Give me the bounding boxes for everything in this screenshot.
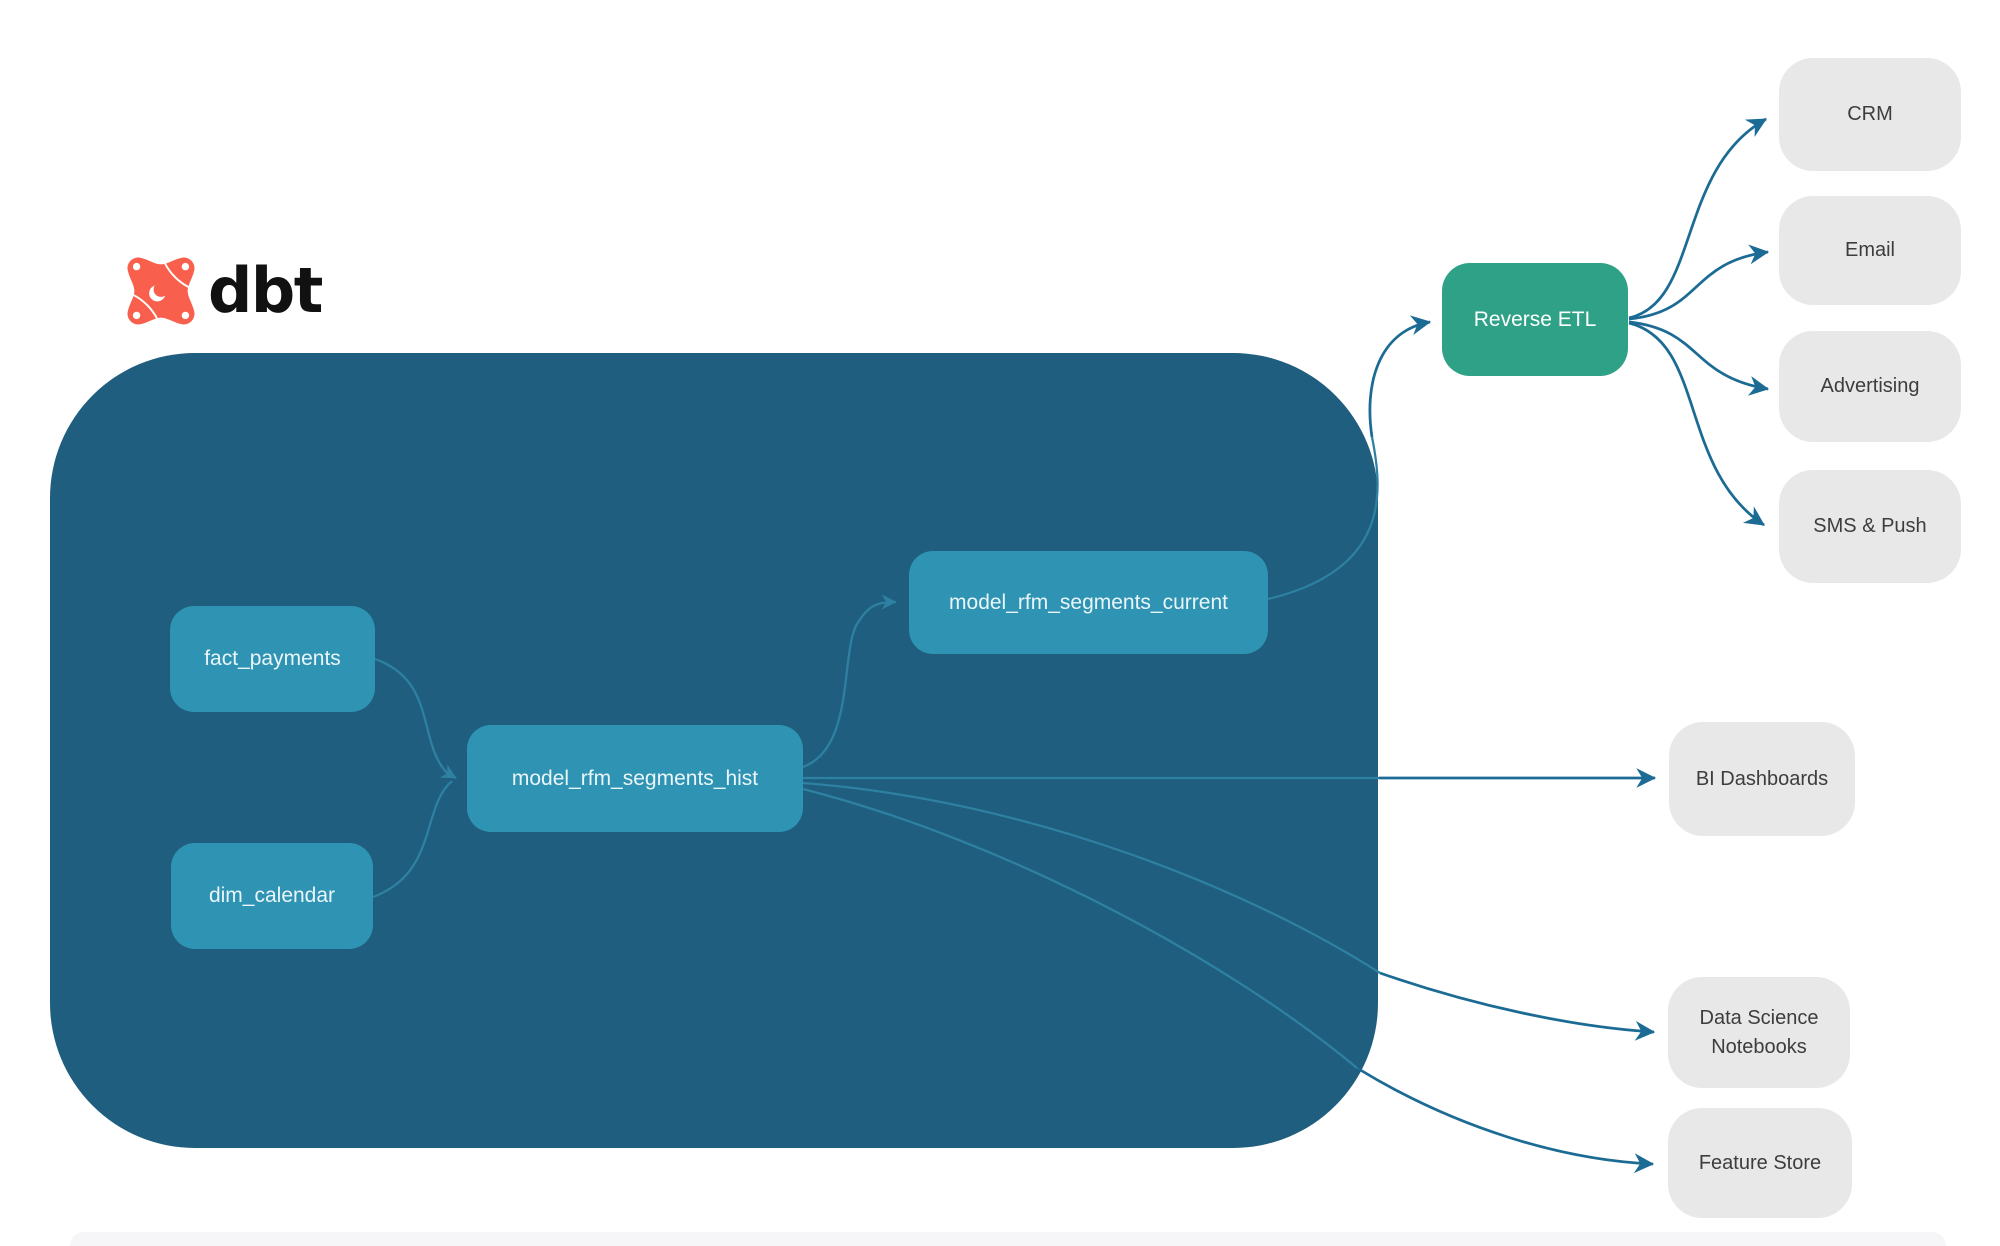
node-reverse-etl-label: Reverse ETL xyxy=(1473,307,1597,331)
edge-dim_calendar-model_rfm_segments_hist xyxy=(372,780,453,899)
node-crm: CRM xyxy=(1779,58,1961,171)
edge-reverse_etl-advertising xyxy=(1628,320,1770,396)
edge-model_rfm_segments_hist-feature_store xyxy=(1356,1066,1655,1174)
node-reverse-etl: Reverse ETL xyxy=(1442,263,1628,376)
node-dim-calendar-label: dim_calendar xyxy=(208,884,336,907)
node-sms-push-label: SMS & Push xyxy=(1813,515,1927,537)
dbt-logo-dot-se xyxy=(181,311,190,320)
node-bi-dashboards-label: BI Dashboards xyxy=(1695,767,1829,790)
edge-reverse_etl-crm xyxy=(1628,117,1767,320)
node-data-science-notebooks: Data Science Notebooks xyxy=(1668,977,1850,1088)
node-email-label: Email xyxy=(1844,239,1895,261)
edge-fact_payments-model_rfm_segments_hist xyxy=(374,657,457,779)
node-model-rfm-segments-hist: model_rfm_segments_hist xyxy=(467,725,803,832)
dbt-logo-dot-nw xyxy=(132,262,141,271)
node-crm-label: CRM xyxy=(1847,103,1893,125)
node-model-rfm-segments-hist-label: model_rfm_segments_hist xyxy=(511,766,759,790)
dbt-logo-text: dbt xyxy=(208,254,323,327)
edge-model_rfm_segments_hist-model_rfm_segments_current xyxy=(802,594,897,769)
node-data-science-notebooks-label: Data Science Notebooks xyxy=(1699,1006,1819,1058)
node-fact-payments-label: fact_payments xyxy=(204,647,341,670)
edge-reverse_etl-email xyxy=(1628,244,1770,321)
node-advertising: Advertising xyxy=(1779,331,1961,442)
edge-model_rfm_segments_current-reverse_etl xyxy=(1368,315,1432,438)
dbt-logo-dot-ne xyxy=(181,262,190,271)
edge-model_rfm_segments_current-reverse_etl-inside xyxy=(1267,436,1379,601)
dbt-logo-crescent-mask xyxy=(153,282,169,297)
dbt-logo-slash-sw xyxy=(132,293,159,320)
node-fact-payments: fact_payments xyxy=(170,606,375,712)
edge-model_rfm_segments_hist-data_science_notebooks-inside xyxy=(802,781,1381,974)
node-model-rfm-segments-current-label: model_rfm_segments_current xyxy=(949,590,1228,614)
bottom-partial-panel xyxy=(70,1232,1946,1246)
dbt-logo-dot-sw xyxy=(132,311,141,320)
node-advertising-label: Advertising xyxy=(1820,375,1920,397)
node-dim-calendar: dim_calendar xyxy=(171,843,373,949)
node-feature-store: Feature Store xyxy=(1668,1108,1852,1218)
node-email: Email xyxy=(1779,196,1961,305)
dbt-logo-slash-ne xyxy=(163,262,190,289)
dbt-logo: dbt xyxy=(124,254,323,328)
dbt-logo-icon xyxy=(127,257,195,325)
edge-reverse_etl-sms_push xyxy=(1628,321,1765,527)
edge-model_rfm_segments_hist-feature_store-inside xyxy=(802,787,1358,1069)
node-feature-store-label: Feature Store xyxy=(1698,1151,1822,1174)
node-bi-dashboards: BI Dashboards xyxy=(1669,722,1855,836)
node-model-rfm-segments-current: model_rfm_segments_current xyxy=(909,551,1268,654)
edge-model_rfm_segments_hist-data_science_notebooks xyxy=(1379,971,1656,1041)
node-sms-push: SMS & Push xyxy=(1779,470,1961,583)
